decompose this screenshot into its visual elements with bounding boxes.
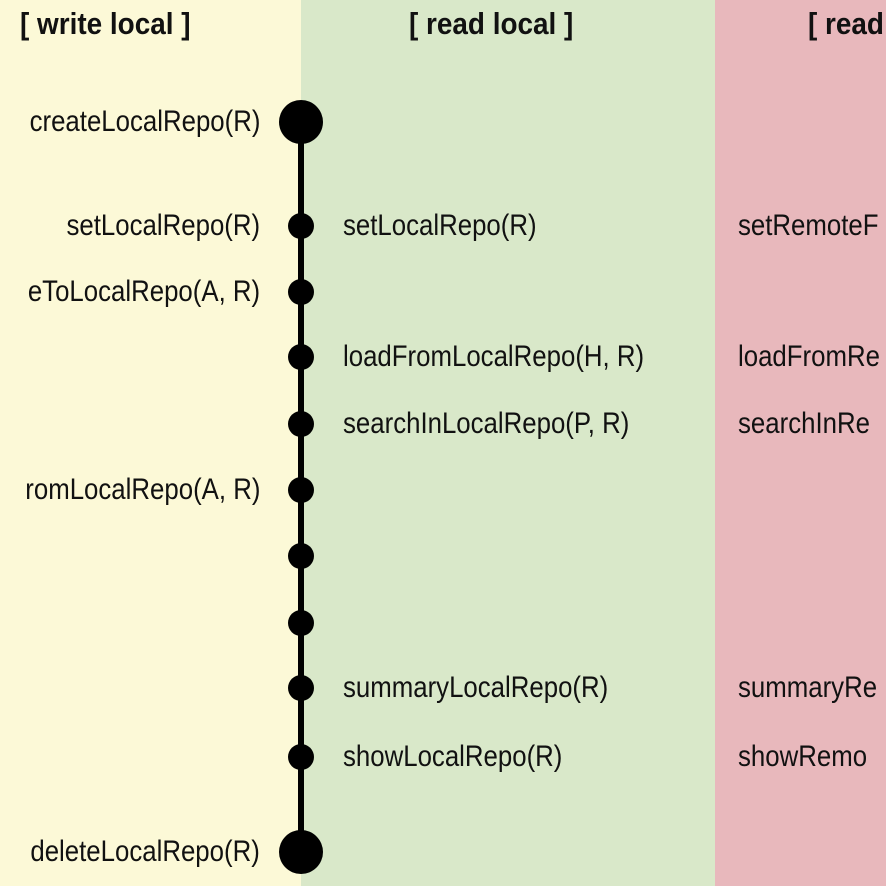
row-9-right-label: showRemo: [738, 740, 868, 773]
timeline-node-1: [288, 213, 314, 239]
row-3-right-label: loadFromRe: [738, 340, 880, 373]
timeline-node-2: [288, 279, 314, 305]
row-1-right-label: setRemoteF: [738, 209, 879, 242]
row-0-left-label: createLocalRepo(R): [29, 105, 260, 138]
timeline-node-6: [288, 543, 314, 569]
read-remote-header: [ read: [808, 6, 884, 41]
row-4-mid-label: searchInLocalRepo(P, R): [343, 407, 630, 440]
timeline-node-0: [279, 100, 323, 144]
timeline-node-3: [288, 344, 314, 370]
row-8-right-label: summaryRe: [738, 671, 878, 704]
write-local-header: [ write local ]: [20, 6, 191, 41]
read-local-column: [301, 0, 715, 886]
row-8-mid-label: summaryLocalRepo(R): [343, 671, 609, 704]
row-9-mid-label: showLocalRepo(R): [343, 740, 563, 773]
read-remote-column: [715, 0, 886, 886]
row-1-left-label: setLocalRepo(R): [66, 209, 260, 242]
write-local-column: [0, 0, 301, 886]
timeline-node-8: [288, 675, 314, 701]
timeline-node-4: [288, 411, 314, 437]
row-2-left-label: eToLocalRepo(A, R): [27, 275, 260, 308]
read-local-header: [ read local ]: [409, 6, 574, 41]
timeline-nodes: [279, 100, 323, 874]
timeline-node-10: [279, 830, 323, 874]
row-4-right-label: searchInRe: [738, 407, 870, 440]
row-3-mid-label: loadFromLocalRepo(H, R): [343, 340, 645, 373]
timeline-node-7: [288, 610, 314, 636]
row-5-left-label: romLocalRepo(A, R): [24, 473, 260, 506]
timeline-node-9: [288, 744, 314, 770]
timeline-node-5: [288, 477, 314, 503]
row-10-left-label: deleteLocalRepo(R): [30, 835, 260, 868]
row-1-mid-label: setLocalRepo(R): [343, 209, 537, 242]
